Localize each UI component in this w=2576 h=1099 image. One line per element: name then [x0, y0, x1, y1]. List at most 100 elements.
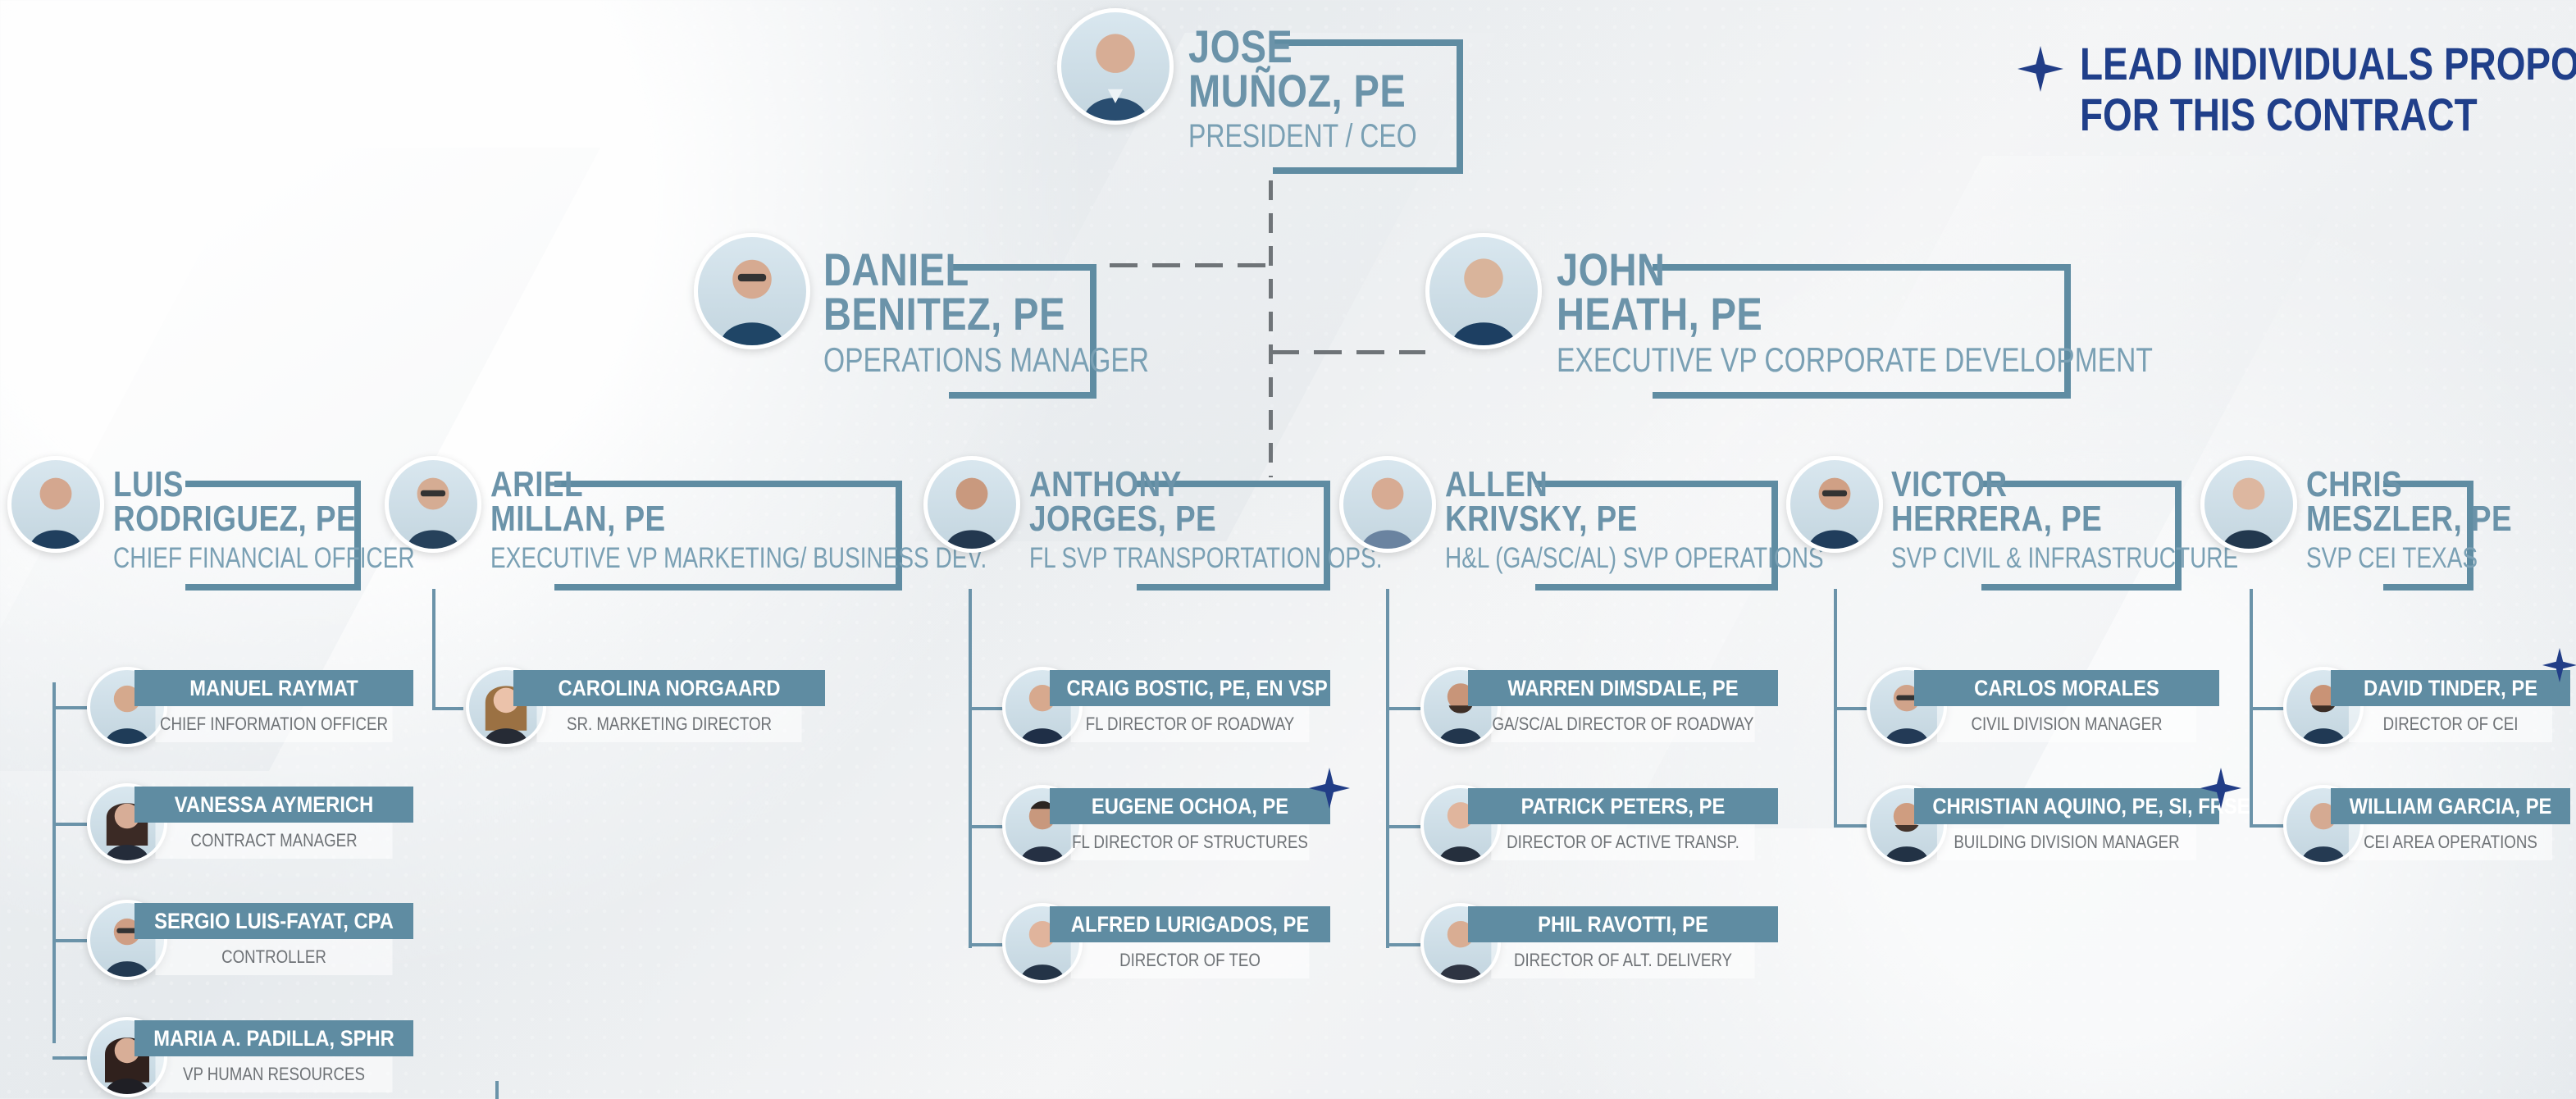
- report-card-carolina-norgaard: CAROLINA NORGAARD SR. MARKETING DIRECTOR: [466, 667, 825, 749]
- chris-branch-1: [2250, 707, 2284, 710]
- anthony-branch-2: [969, 825, 1003, 828]
- victor-title: SVP CIVIL & INFRASTRUCTURE: [1891, 542, 2239, 574]
- william-garcia-title: CEI AREA OPERATIONS: [2348, 824, 2553, 860]
- david-tinder-bar: [2331, 670, 2570, 706]
- ariel-reports-line: [432, 589, 435, 710]
- craig-bostic-title: FL DIRECTOR OF ROADWAY: [1070, 706, 1310, 742]
- luis-frame: [185, 481, 361, 591]
- daniel-name-line-2: BENITEZ, PE: [823, 288, 1065, 340]
- john-connector: [1271, 350, 1425, 354]
- craig-bostic-name: CRAIG BOSTIC, PE, EN VSP: [1066, 676, 1328, 700]
- patrick-peters-title: DIRECTOR OF ACTIVE TRANSP.: [1491, 824, 1755, 860]
- allen-frame: [1535, 481, 1778, 591]
- ceo-name-line-1: JOSE: [1188, 21, 1293, 72]
- alfred-lurigados-name: ALFRED LURIGADOS, PE: [1070, 912, 1310, 937]
- allen-name-line-2: KRIVSKY, PE: [1445, 499, 1638, 539]
- report-card-alfred-lurigados: ALFRED LURIGADOS, PE DIRECTOR OF TEO: [1002, 903, 1330, 985]
- ceo-name-line-2: MUÑOZ, PE: [1188, 65, 1407, 116]
- luis-name-line-1: LUIS: [113, 464, 184, 504]
- chris-title: SVP CEI TEXAS: [2306, 542, 2478, 574]
- report-card-maria-padilla: MARIA A. PADILLA, SPHR VP HUMAN RESOURCE…: [87, 1017, 413, 1099]
- anthony-photo: [923, 456, 1020, 553]
- ariel-frame: [554, 481, 902, 591]
- alfred-lurigados-title: DIRECTOR OF TEO: [1070, 942, 1310, 978]
- ceo-photo: [1057, 8, 1174, 125]
- ariel-name-line-1: ARIEL: [490, 464, 583, 504]
- report-card-david-tinder: DAVID TINDER, PE DIRECTOR OF CEI: [2283, 667, 2570, 749]
- john-name-line-2: HEATH, PE: [1557, 288, 1763, 340]
- report-card-manuel-raymat: MANUEL RAYMAT CHIEF INFORMATION OFFICER: [87, 667, 413, 749]
- anthony-name-line-2: JORGES, PE: [1029, 499, 1217, 539]
- luis-branch-2: [52, 823, 87, 826]
- report-card-christian-aquino: CHRISTIAN AQUINO, PE, SI, FRSE BUILDING …: [1867, 785, 2250, 867]
- luis-name-line-2: RODRIGUEZ, PE: [113, 499, 358, 539]
- eugene-ochoa-bar: [1050, 788, 1330, 824]
- luis-title: CHIEF FINANCIAL OFFICER: [113, 542, 415, 574]
- william-garcia-name: WILLIAM GARCIA, PE: [2349, 794, 2552, 819]
- report-card-carlos-morales: CARLOS MORALES CIVIL DIVISION MANAGER: [1867, 667, 2219, 749]
- phil-ravotti-name: PHIL RAVOTTI, PE: [1538, 912, 1708, 937]
- luis-photo: [7, 456, 104, 553]
- patrick-peters-bar: [1468, 788, 1778, 824]
- phil-ravotti-title: DIRECTOR OF ALT. DELIVERY: [1491, 942, 1755, 978]
- report-card-phil-ravotti: PHIL RAVOTTI, PE DIRECTOR OF ALT. DELIVE…: [1420, 903, 1778, 985]
- john-name-line-1: JOHN: [1557, 244, 1666, 295]
- chris-name-line-1: CHRIS: [2306, 464, 2403, 504]
- warren-dimsdale-photo: [1420, 667, 1501, 747]
- john-frame: [1653, 264, 2071, 399]
- ceo-title: PRESIDENT / CEO: [1188, 118, 1417, 154]
- victor-frame: [1981, 481, 2182, 591]
- report-card-patrick-peters: PATRICK PETERS, PE DIRECTOR OF ACTIVE TR…: [1420, 785, 1778, 867]
- partial-connector-bottom: [495, 1081, 499, 1099]
- legend-line-1: LEAD INDIVIDUALS PROPOSED: [2080, 38, 2576, 89]
- allen-title: H&L (GA/SC/AL) SVP OPERATIONS: [1445, 542, 1824, 574]
- victor-branch-1: [1834, 707, 1868, 710]
- manuel-raymat-bar: [134, 670, 413, 706]
- allen-photo: [1339, 456, 1436, 553]
- carlos-morales-title: CIVIL DIVISION MANAGER: [1936, 706, 2197, 742]
- luis-branch-4: [52, 1056, 87, 1060]
- report-card-sergio-luis-fayat: SERGIO LUIS-FAYAT, CPA CONTROLLER: [87, 900, 413, 982]
- daniel-title: OPERATIONS MANAGER: [823, 340, 1150, 379]
- victor-photo: [1786, 456, 1883, 553]
- anthony-frame: [1137, 481, 1330, 591]
- allen-reports-line: [1386, 589, 1389, 948]
- ariel-title: EXECUTIVE VP MARKETING/ BUSINESS DEV.: [490, 542, 987, 574]
- william-garcia-bar: [2331, 788, 2570, 824]
- carolina-norgaard-bar: [513, 670, 825, 706]
- anthony-branch-1: [969, 707, 1003, 710]
- maria-padilla-bar: [134, 1020, 413, 1056]
- eugene-ochoa-name: EUGENE OCHOA, PE: [1091, 794, 1289, 819]
- manuel-raymat-title: CHIEF INFORMATION OFFICER: [155, 706, 393, 742]
- victor-branch-2: [1834, 824, 1868, 828]
- luis-branch-1: [52, 706, 87, 709]
- christian-aquino-bar: [1914, 788, 2219, 824]
- daniel-connector: [1110, 263, 1269, 267]
- phil-ravotti-bar: [1468, 906, 1778, 942]
- anthony-reports-line: [969, 589, 972, 948]
- vanessa-aymerich-name: VANESSA AYMERICH: [174, 792, 374, 817]
- sergio-luis-fayat-title: CONTROLLER: [155, 939, 393, 975]
- daniel-photo: [694, 233, 810, 349]
- eugene-ochoa-title: FL DIRECTOR OF STRUCTURES: [1070, 824, 1310, 860]
- victor-name-line-2: HERRERA, PE: [1891, 499, 2103, 539]
- john-title: EXECUTIVE VP CORPORATE DEVELOPMENT: [1557, 340, 2153, 379]
- allen-branch-1: [1386, 707, 1420, 710]
- ceo-main-connector: [1269, 180, 1273, 477]
- report-card-vanessa-aymerich: VANESSA AYMERICH CONTRACT MANAGER: [87, 783, 413, 865]
- anthony-name-line-1: ANTHONY: [1029, 464, 1182, 504]
- sergio-luis-fayat-name: SERGIO LUIS-FAYAT, CPA: [154, 909, 394, 933]
- maria-padilla-name: MARIA A. PADILLA, SPHR: [153, 1026, 394, 1051]
- chris-frame: [2383, 481, 2473, 591]
- chris-name-line-2: MESZLER, PE: [2306, 499, 2513, 539]
- carlos-morales-bar: [1914, 670, 2219, 706]
- luis-branch-3: [52, 939, 87, 942]
- manuel-raymat-name: MANUEL RAYMAT: [189, 676, 358, 700]
- chris-branch-2: [2250, 824, 2284, 828]
- report-card-william-garcia: WILLIAM GARCIA, PE CEI AREA OPERATIONS: [2283, 785, 2570, 867]
- report-card-eugene-ochoa: EUGENE OCHOA, PE FL DIRECTOR OF STRUCTUR…: [1002, 785, 1330, 867]
- luis-reports-line: [52, 682, 56, 1043]
- vanessa-aymerich-bar: [134, 787, 413, 823]
- john-photo: [1425, 233, 1542, 349]
- carolina-norgaard-name: CAROLINA NORGAARD: [558, 676, 781, 700]
